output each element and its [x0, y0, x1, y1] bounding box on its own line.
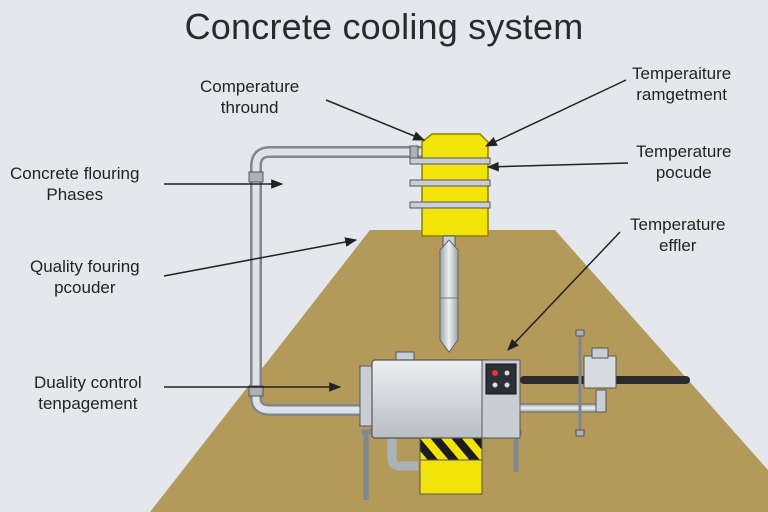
label-temperature-effler: Temperature effler [630, 215, 726, 255]
arrow-quality-fouring [163, 237, 358, 277]
label-comperature-thround: Comperature thround [200, 77, 300, 117]
label-duality-control: Duality control tenpagement [34, 373, 142, 413]
cooling-tank [409, 133, 491, 237]
label-concrete-flouring: Concrete flouring Phases [10, 164, 140, 204]
main-machine [359, 351, 521, 439]
supply-pipe [248, 145, 440, 416]
label-temperature-pocude: Temperature pocude [636, 142, 732, 182]
arrow-temperature-ramgetment [484, 79, 627, 147]
callout-arrows [163, 79, 629, 392]
arrow-comperature-thround [325, 99, 426, 141]
probe-nozzle [439, 235, 459, 353]
label-quality-fouring: Quality fouring pcouder [30, 257, 140, 297]
diagram-title: Concrete cooling system [184, 6, 584, 47]
arrow-temperature-pocude [486, 161, 629, 172]
label-temperature-ramgetment: Temperaiture ramgetment [632, 64, 732, 104]
outlet-pipe [519, 329, 690, 437]
arrow-temperature-effler [507, 231, 621, 351]
drain-pipe [387, 432, 418, 471]
